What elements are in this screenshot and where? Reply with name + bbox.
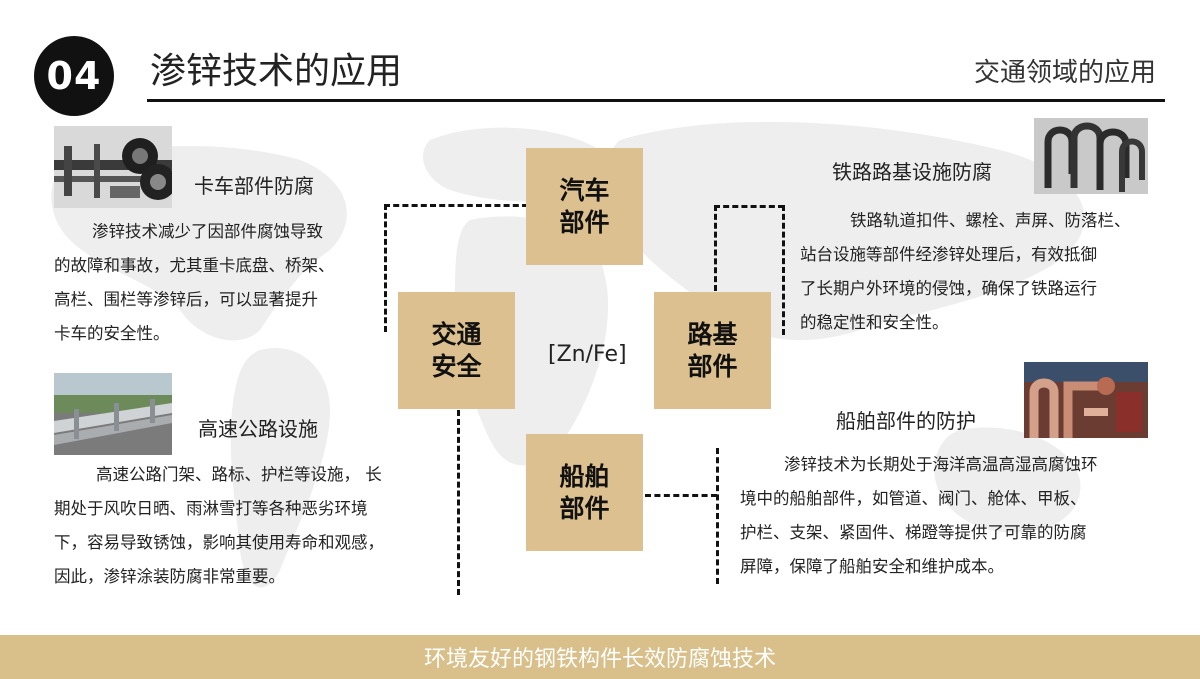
connector-roadbed-left	[714, 205, 717, 291]
zn-fe-label: [Zn/Fe]	[548, 342, 627, 367]
page-subtitle: 交通领域的应用	[973, 58, 1156, 88]
ship-heading: 船舶部件的防护	[836, 409, 976, 433]
highway-line: 期处于风吹日晒、雨淋雪打等各种恶劣环境	[54, 499, 368, 518]
ship-line: 境中的船舶部件，如管道、阀门、舱体、甲板、	[740, 489, 1087, 508]
railway-paragraph: 铁路轨道扣件、螺栓、声屏、防落栏、 站台设施等部件经渗锌处理后，有效抵御 了长期…	[800, 204, 1131, 340]
highway-heading: 高速公路设施	[198, 417, 318, 441]
box-auto-parts-line: 部件	[559, 207, 610, 237]
railway-line: 站台设施等部件经渗锌处理后，有效抵御	[800, 245, 1097, 264]
truck-heading: 卡车部件防腐	[194, 174, 314, 198]
ship-line: 屏障，保障了船舶安全和维护成本。	[740, 557, 1004, 576]
connector-roadbed-right	[782, 205, 785, 335]
highway-line: 高速公路门架、路标、护栏等设施， 长	[96, 465, 382, 484]
connector-auto-left-down	[384, 204, 387, 332]
ship-line: 护栏、支架、紧固件、梯蹬等提供了可靠的防腐	[740, 523, 1087, 542]
truck-paragraph: 渗锌技术减少了因部件腐蚀导致 的故障和事故，尤其重卡底盘、桥架、 高栏、围栏等渗…	[54, 215, 335, 351]
box-traffic-safety: 交通 安全	[398, 292, 515, 409]
highway-line: 下，容易导致锈蚀，影响其使用寿命和观感，	[54, 533, 384, 552]
box-ship-parts-line: 部件	[559, 493, 610, 523]
truck-line: 高栏、围栏等渗锌后，可以显著提升	[54, 290, 318, 309]
truck-line: 卡车的安全性。	[54, 324, 170, 343]
box-traffic-safety-line: 交通	[431, 319, 482, 349]
truck-line: 的故障和事故，尤其重卡底盘、桥架、	[54, 256, 335, 275]
page-title: 渗锌技术的应用	[150, 51, 403, 92]
box-roadbed-parts: 路基 部件	[654, 292, 771, 409]
connector-auto-left	[384, 204, 528, 207]
connector-traffic-down	[457, 410, 460, 595]
box-ship-parts: 船舶 部件	[526, 434, 643, 551]
rail-fastener-image	[1034, 118, 1148, 194]
truck-chassis-image	[54, 126, 172, 208]
truck-line: 渗锌技术减少了因部件腐蚀导致	[92, 222, 323, 241]
footer-banner: 环境友好的钢铁构件长效防腐蚀技术	[0, 635, 1200, 679]
box-traffic-safety-line: 安全	[431, 351, 482, 381]
railway-heading: 铁路路基设施防腐	[832, 160, 992, 184]
highway-paragraph: 高速公路门架、路标、护栏等设施， 长 期处于风吹日晒、雨淋雪打等各种恶劣环境 下…	[54, 458, 384, 594]
highway-guardrail-image	[54, 373, 172, 455]
ship-piping-image	[1024, 362, 1148, 438]
box-auto-parts: 汽车 部件	[526, 148, 643, 265]
railway-line: 铁路轨道扣件、螺栓、声屏、防落栏、	[850, 211, 1131, 230]
box-roadbed-parts-line: 部件	[687, 351, 738, 381]
railway-line: 的稳定性和安全性。	[800, 313, 949, 332]
connector-roadbed-top	[714, 205, 784, 208]
railway-line: 了长期户外环境的侵蚀，确保了铁路运行	[800, 279, 1097, 298]
box-ship-parts-line: 船舶	[559, 461, 610, 491]
ship-line: 渗锌技术为长期处于海洋高温高湿高腐蚀环	[784, 455, 1098, 474]
box-auto-parts-line: 汽车	[559, 175, 610, 205]
ship-paragraph: 渗锌技术为长期处于海洋高温高湿高腐蚀环 境中的船舶部件，如管道、阀门、舱体、甲板…	[740, 448, 1098, 584]
highway-line: 因此，渗锌涂装防腐非常重要。	[54, 567, 285, 586]
header-divider	[147, 99, 1165, 102]
section-number-badge: 04	[34, 36, 114, 116]
connector-ship-right	[645, 494, 717, 497]
connector-ship-vertical	[716, 448, 719, 584]
box-roadbed-parts-line: 路基	[687, 319, 738, 349]
